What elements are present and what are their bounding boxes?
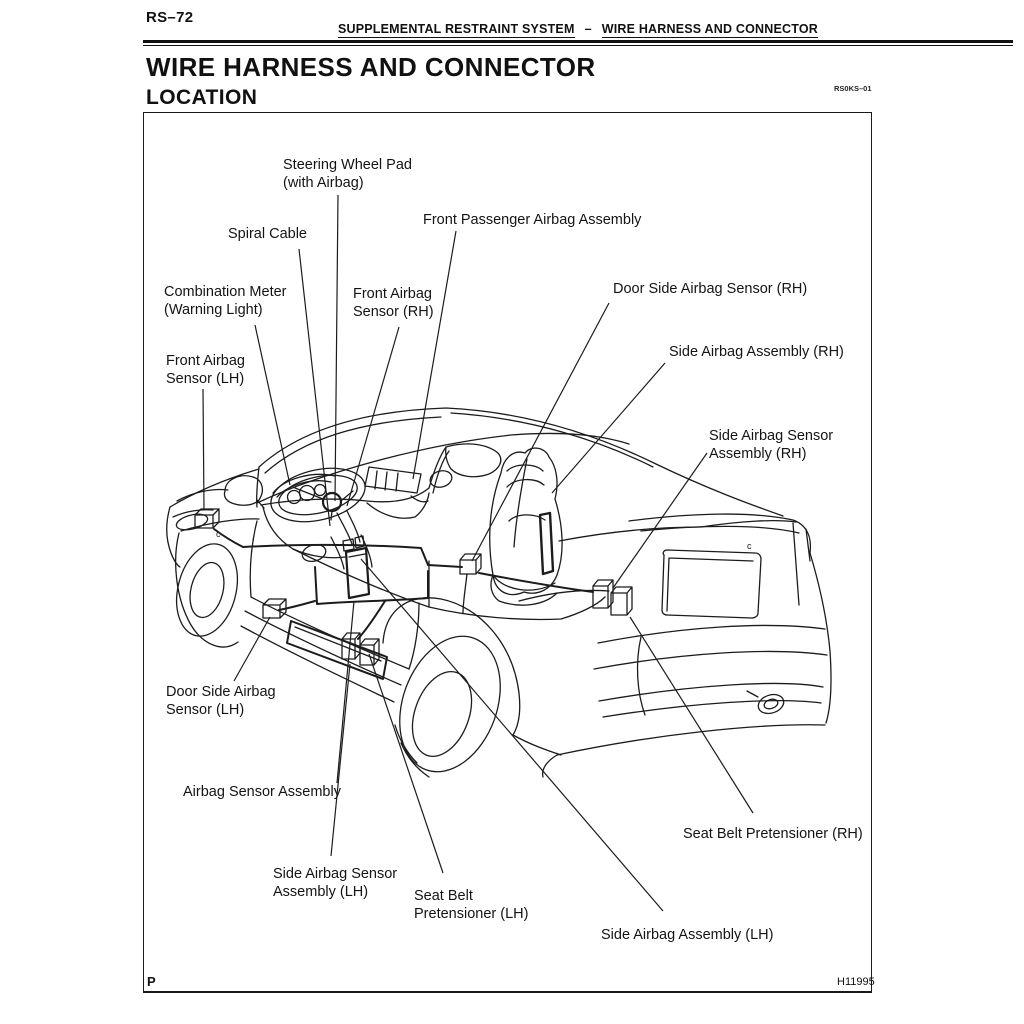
leader-side-airbag-sensor-assembly-rh bbox=[612, 452, 708, 589]
label-combination-meter-2: (Warning Light) bbox=[164, 302, 263, 318]
label-front-airbag-sensor-rh-1: Front Airbag bbox=[353, 286, 432, 302]
label-seat-belt-pretensioner-lh-1: Seat Belt bbox=[414, 888, 473, 904]
leader-side-airbag-assembly-lh bbox=[360, 558, 664, 912]
leader-seat-belt-pretensioner-rh bbox=[629, 616, 754, 814]
label-side-airbag-sensor-assembly-lh-2: Assembly (LH) bbox=[273, 884, 368, 900]
exhaust-tip bbox=[757, 693, 785, 715]
label-side-airbag-sensor-assembly-rh-2: Assembly (RH) bbox=[709, 446, 806, 462]
label-door-side-airbag-sensor-lh-2: Sensor (LH) bbox=[166, 702, 244, 718]
callout-labels: Steering Wheel Pad (with Airbag) Spiral … bbox=[164, 157, 863, 943]
car-rear-wheel bbox=[382, 597, 562, 778]
leader-front-airbag-sensor-rh bbox=[346, 326, 400, 507]
car-illustration bbox=[166, 407, 832, 778]
label-airbag-sensor-assembly: Airbag Sensor Assembly bbox=[183, 784, 342, 800]
label-combination-meter-1: Combination Meter bbox=[164, 284, 287, 300]
car-rear-end bbox=[518, 513, 832, 778]
label-seat-belt-pretensioner-lh-2: Pretensioner (LH) bbox=[414, 906, 528, 922]
running-header: SUPPLEMENTAL RESTRAINT SYSTEM–WIRE HARNE… bbox=[143, 22, 1013, 38]
side-airbag-strip bbox=[538, 511, 555, 576]
clip-mark-rear: c bbox=[747, 541, 752, 551]
leader-airbag-sensor-assembly bbox=[336, 600, 355, 784]
label-side-airbag-sensor-assembly-rh-1: Side Airbag Sensor bbox=[709, 428, 833, 444]
car-floor-structure bbox=[240, 520, 606, 703]
side-airbag-sensor-assembly-lh-cubes bbox=[341, 632, 380, 666]
leader-front-passenger-airbag bbox=[412, 230, 457, 480]
seat bbox=[489, 447, 563, 606]
label-steering-wheel-pad-2: (with Airbag) bbox=[283, 175, 364, 191]
leader-spiral-cable bbox=[298, 248, 331, 527]
leader-steering-wheel-pad bbox=[334, 194, 339, 502]
leader-door-side-airbag-sensor-rh bbox=[471, 302, 610, 562]
connector-cubes bbox=[194, 508, 633, 666]
header-rule-heavy bbox=[143, 40, 1013, 43]
label-front-passenger-airbag: Front Passenger Airbag Assembly bbox=[423, 212, 642, 228]
header-rule-thin bbox=[143, 45, 1013, 46]
label-steering-wheel-pad-1: Steering Wheel Pad bbox=[283, 157, 412, 173]
page-subtitle: LOCATION bbox=[146, 86, 258, 109]
running-header-chapter: WIRE HARNESS AND CONNECTOR bbox=[601, 22, 819, 38]
front-airbag-sensor-lh-cube bbox=[194, 508, 220, 529]
page-number: RS–72 bbox=[146, 9, 194, 26]
running-header-section: SUPPLEMENTAL RESTRAINT SYSTEM bbox=[337, 22, 575, 38]
leader-lines bbox=[202, 194, 754, 912]
label-door-side-airbag-sensor-rh: Door Side Airbag Sensor (RH) bbox=[613, 281, 807, 297]
figure-frame: c c Steering W bbox=[143, 112, 872, 993]
label-front-airbag-sensor-lh-2: Sensor (LH) bbox=[166, 371, 244, 387]
running-header-separator: – bbox=[584, 22, 592, 36]
leader-combination-meter bbox=[254, 324, 291, 486]
airbag-sensor-assembly-box bbox=[342, 535, 371, 600]
figure-number: H11995 bbox=[837, 976, 875, 988]
label-front-airbag-sensor-rh-2: Sensor (RH) bbox=[353, 304, 434, 320]
leader-side-airbag-assembly-rh bbox=[551, 362, 666, 494]
label-seat-belt-pretensioner-rh: Seat Belt Pretensioner (RH) bbox=[683, 826, 863, 842]
leader-front-airbag-sensor-lh bbox=[202, 388, 205, 511]
document-code: RS0KS–01 bbox=[834, 84, 872, 93]
seat-belt-pretensioner-lh-cube bbox=[459, 553, 482, 575]
label-spiral-cable: Spiral Cable bbox=[228, 226, 307, 242]
footer-page-letter: P bbox=[147, 974, 156, 989]
door-side-airbag-sensor-lh-cube bbox=[262, 598, 287, 619]
page-title: WIRE HARNESS AND CONNECTOR bbox=[146, 52, 596, 82]
car-front-end bbox=[166, 468, 260, 648]
label-front-airbag-sensor-lh-1: Front Airbag bbox=[166, 353, 245, 369]
label-side-airbag-assembly-rh: Side Airbag Assembly (RH) bbox=[669, 344, 844, 360]
car-right-pillar bbox=[428, 443, 502, 494]
leader-seat-belt-pretensioner-lh bbox=[368, 653, 444, 874]
leader-door-side-airbag-sensor-lh bbox=[233, 616, 271, 682]
leader-side-airbag-sensor-assembly-lh bbox=[330, 663, 351, 857]
side-airbag-sensor-assembly-rh-cubes bbox=[592, 579, 633, 616]
wire-harness bbox=[213, 528, 594, 640]
label-side-airbag-assembly-lh: Side Airbag Assembly (LH) bbox=[601, 927, 773, 943]
location-diagram: c c Steering W bbox=[164, 157, 863, 943]
label-side-airbag-sensor-assembly-lh-1: Side Airbag Sensor bbox=[273, 866, 397, 882]
label-door-side-airbag-sensor-lh-1: Door Side Airbag bbox=[166, 684, 276, 700]
clip-mark-front: c bbox=[216, 529, 221, 539]
